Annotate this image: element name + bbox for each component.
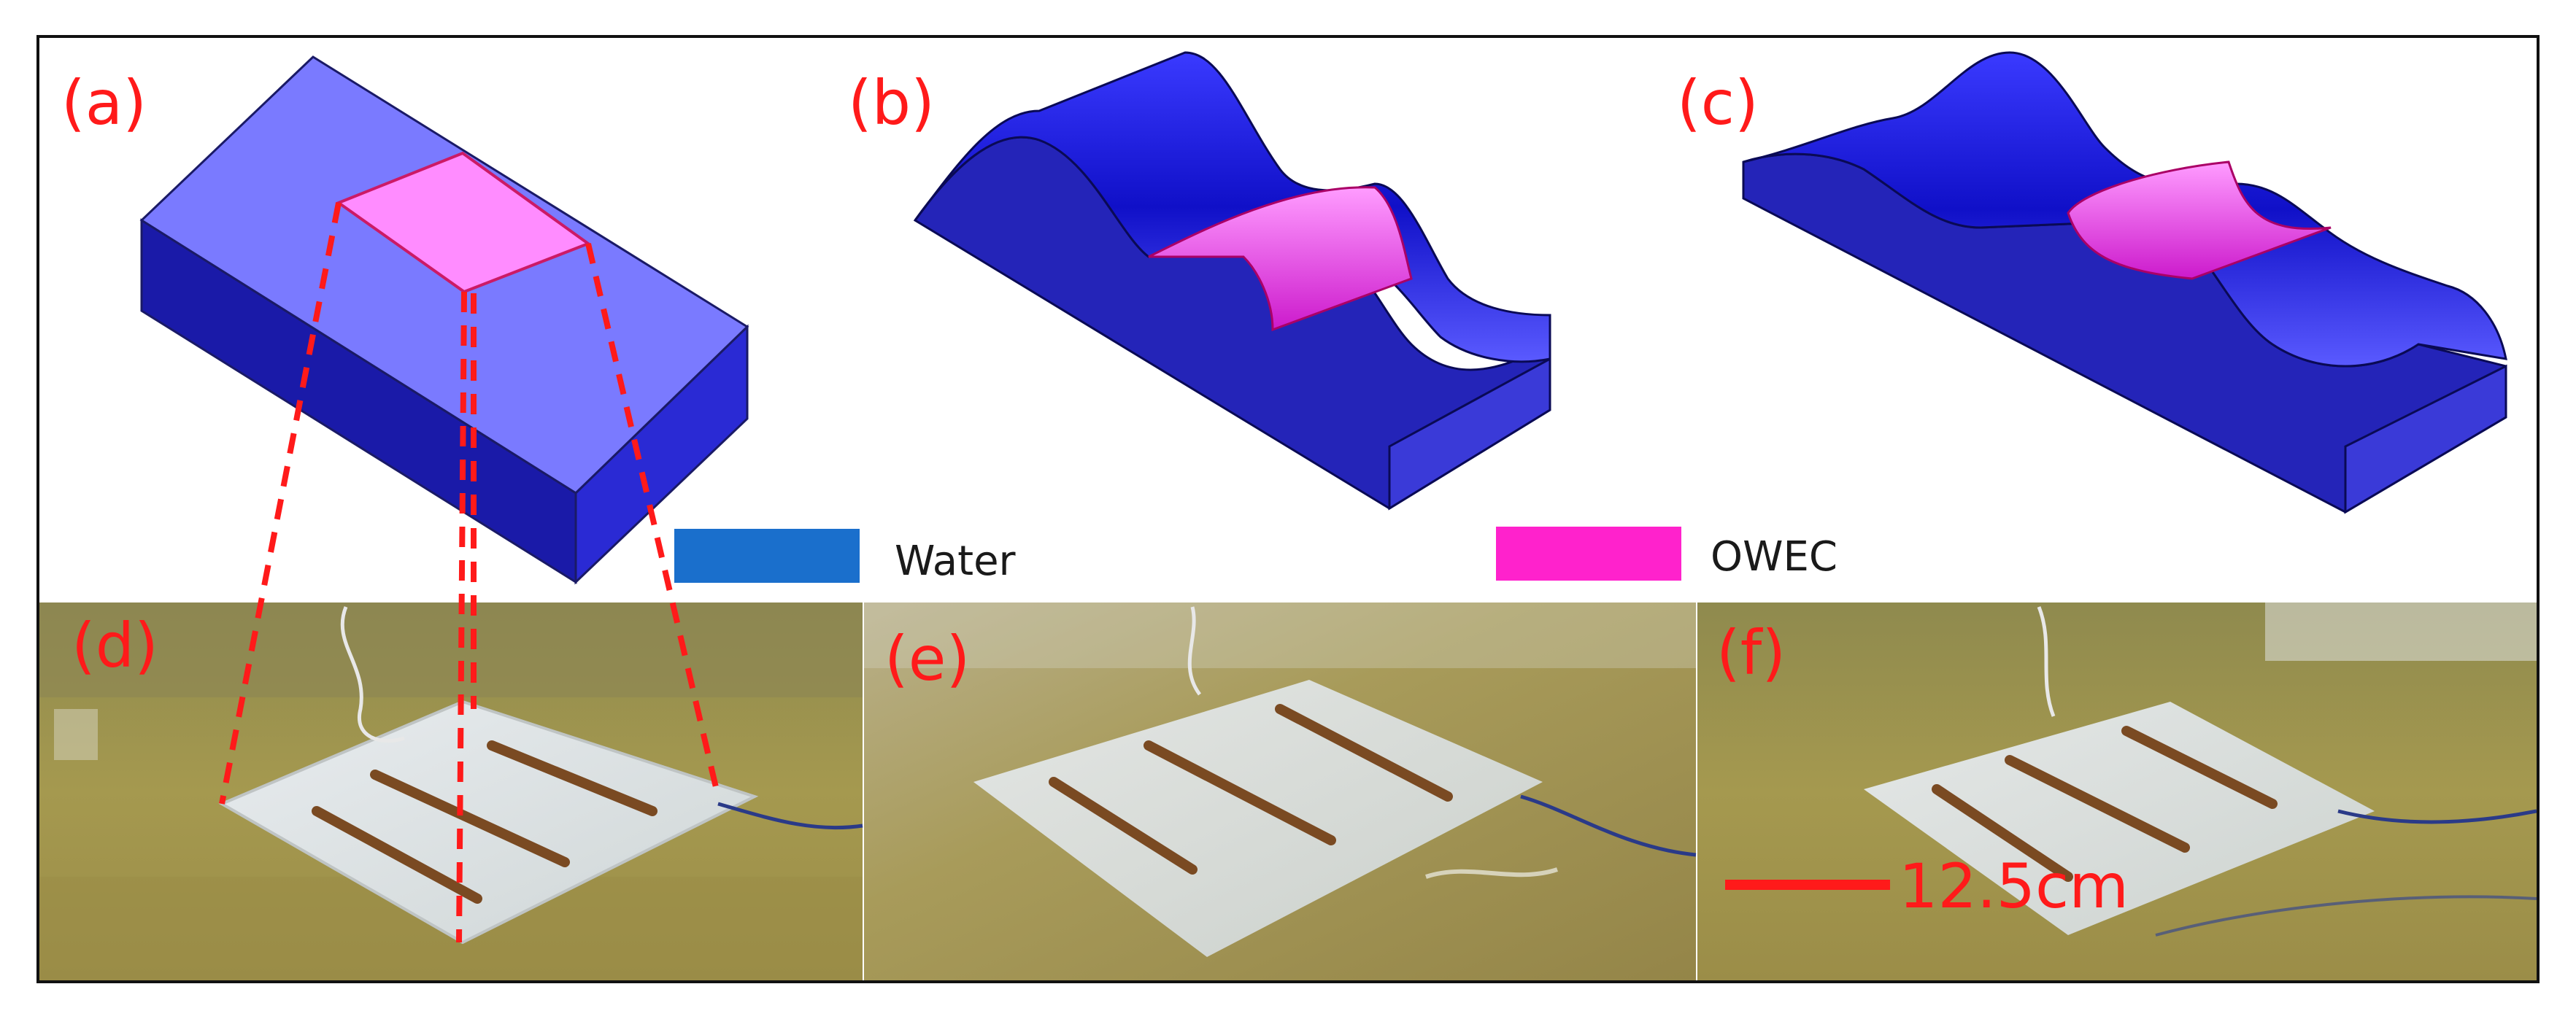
- panel-b-wave-crest: [913, 51, 1551, 511]
- legend-label-owec: OWEC: [1711, 533, 1837, 581]
- figure-canvas: Water OWEC: [39, 51, 2537, 980]
- owec-in-trough: [2067, 160, 2332, 280]
- scale-bar-label: 12.5cm: [1899, 851, 2129, 922]
- scale-bar-line: [1725, 880, 1890, 890]
- legend-swatch-owec: [1496, 527, 1681, 581]
- block-side-face: [574, 324, 749, 585]
- legend-swatch-water: [674, 529, 860, 583]
- figure-frame: Water OWEC: [36, 35, 2540, 983]
- scale-bar: 12.5cm: [1725, 851, 2129, 922]
- panel-a-flat-water-block: [139, 55, 749, 585]
- owec-on-crest: [1148, 186, 1413, 332]
- wave-c-side-face: [2344, 364, 2507, 514]
- wave-b-surface: [914, 51, 1551, 363]
- panel-label-c: (c): [1677, 67, 1759, 139]
- wave-b-side-face: [1388, 357, 1551, 511]
- photo-e: [864, 603, 1697, 980]
- panel-label-f: (f): [1716, 617, 1786, 689]
- bent-owec-sheet: [973, 680, 1543, 957]
- panel-label-d: (d): [72, 610, 158, 681]
- panel-label-e: (e): [884, 623, 970, 694]
- dashed-guide-lines: [219, 202, 721, 943]
- panel-c-wave-trough: [1742, 51, 2507, 514]
- panel-label-b: (b): [848, 67, 935, 139]
- photo-f: [1697, 603, 2537, 980]
- legend-label-water: Water: [895, 538, 1017, 585]
- panel-label-a: (a): [61, 67, 147, 139]
- legend: Water OWEC: [674, 527, 1837, 585]
- photo-d: [39, 603, 863, 980]
